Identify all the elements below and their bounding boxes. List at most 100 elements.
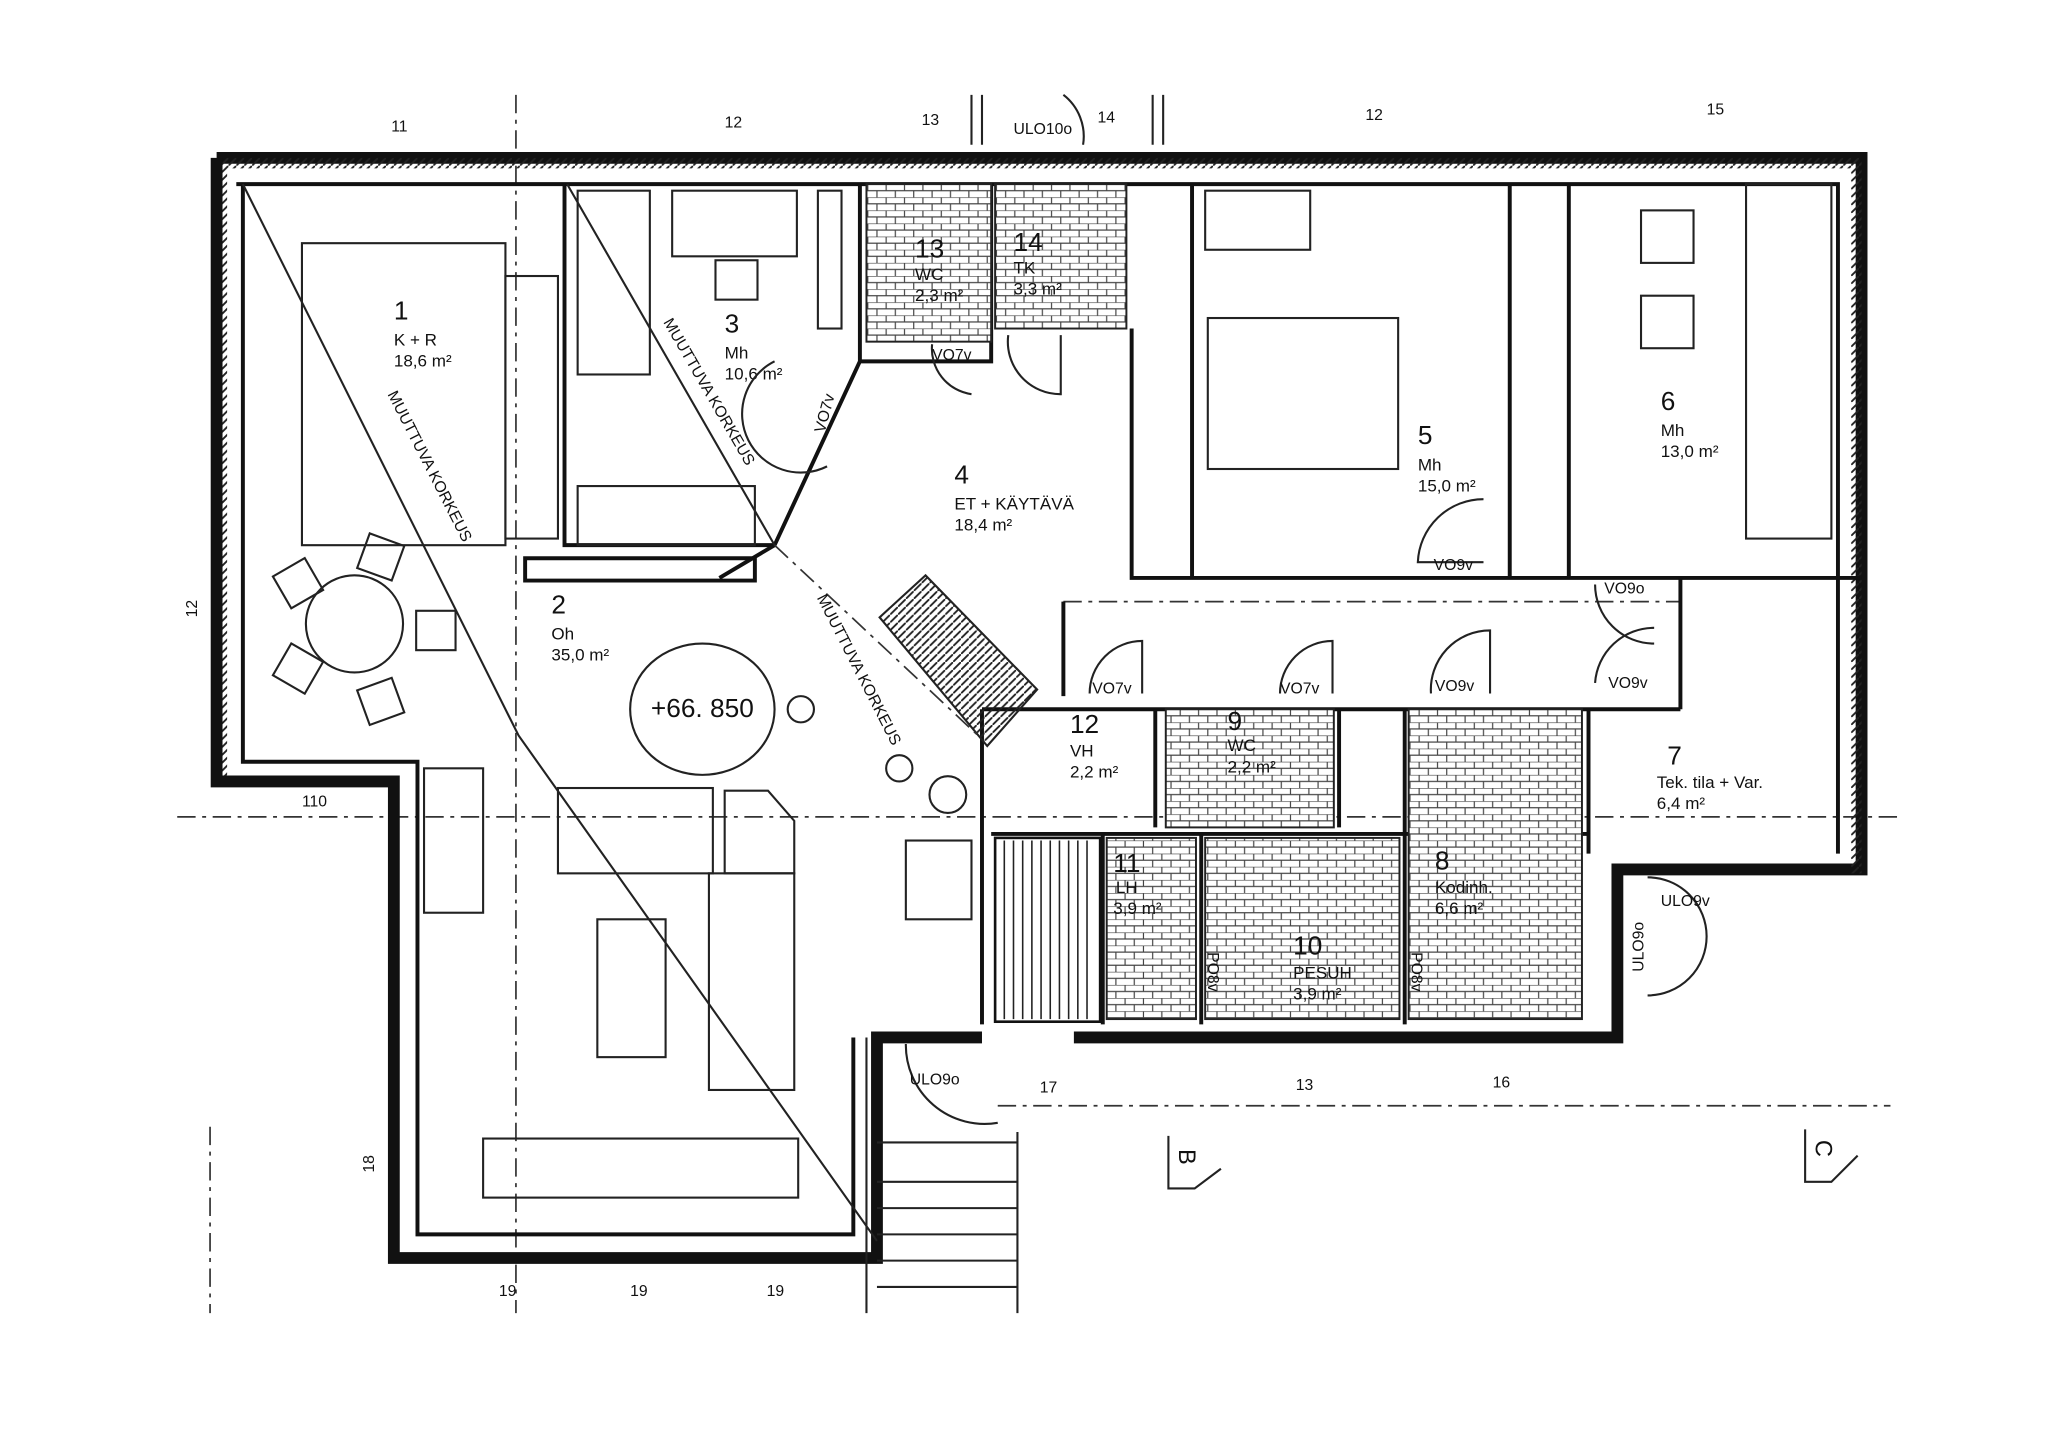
svg-text:WC: WC: [1227, 736, 1255, 755]
svg-text:19: 19: [630, 1283, 648, 1300]
svg-text:13: 13: [915, 234, 944, 264]
wet-rooms: [865, 183, 1583, 1024]
svg-text:5: 5: [1418, 420, 1433, 450]
dimension-labels: 11 12 13 14 12 15 12 110 18 17 13 16 19 …: [184, 102, 1725, 1301]
svg-text:ULO9v: ULO9v: [1661, 893, 1710, 910]
svg-text:WC: WC: [915, 265, 943, 284]
variable-height-label: MUUTTUVA KORKEUS: [384, 388, 475, 544]
svg-text:12: 12: [725, 115, 743, 132]
variable-height-label: MUUTTUVA KORKEUS: [660, 315, 758, 468]
interior-walls: [523, 184, 1862, 1025]
room-labels: 1 K + R 18,6 m² 2Oh 35,0 m² 3Mh 10,6 m² 4 ET …: [394, 227, 1763, 1003]
furniture: [271, 183, 1833, 1199]
grid-lines: [177, 94, 1898, 1314]
svg-text:11: 11: [1113, 848, 1140, 878]
svg-text:10,6 m²: 10,6 m²: [725, 365, 783, 384]
svg-text:Mh: Mh: [1661, 421, 1685, 440]
svg-text:13,0 m²: 13,0 m²: [1661, 442, 1719, 461]
svg-text:19: 19: [499, 1283, 517, 1300]
svg-text:15: 15: [1707, 102, 1725, 119]
svg-text:ULO10o: ULO10o: [1013, 121, 1072, 138]
exterior-walls: [210, 151, 1868, 1314]
svg-text:PO8v: PO8v: [1407, 952, 1424, 992]
room-6: 6Mh 13,0 m²: [1661, 386, 1719, 461]
svg-text:PESUH: PESUH: [1293, 963, 1352, 982]
section-markers: B C: [1167, 1129, 1859, 1190]
svg-text:VO9v: VO9v: [1435, 678, 1475, 695]
svg-text:2,3 m²: 2,3 m²: [915, 286, 964, 305]
svg-text:12: 12: [184, 600, 201, 618]
svg-text:+66. 850: +66. 850: [651, 693, 754, 723]
svg-text:13: 13: [922, 112, 940, 129]
svg-text:6: 6: [1661, 386, 1676, 416]
svg-text:12: 12: [1070, 709, 1099, 739]
svg-text:Mh: Mh: [725, 344, 749, 363]
svg-text:3: 3: [725, 308, 740, 338]
svg-text:2,2 m²: 2,2 m²: [1227, 757, 1276, 776]
svg-text:7: 7: [1667, 740, 1682, 770]
svg-text:110: 110: [302, 793, 327, 810]
svg-text:16: 16: [1493, 1074, 1511, 1091]
svg-text:VO7v: VO7v: [1092, 680, 1132, 697]
svg-text:C: C: [1810, 1140, 1836, 1157]
svg-text:3,9 m²: 3,9 m²: [1293, 984, 1342, 1003]
svg-text:8: 8: [1435, 845, 1450, 875]
svg-text:VO7v: VO7v: [932, 347, 972, 364]
svg-text:19: 19: [767, 1283, 785, 1300]
svg-text:17: 17: [1040, 1080, 1058, 1097]
svg-text:VO9o: VO9o: [1604, 581, 1645, 598]
svg-text:4: 4: [954, 459, 969, 489]
svg-text:18: 18: [361, 1155, 378, 1173]
svg-text:14: 14: [1098, 109, 1116, 126]
svg-text:10: 10: [1293, 931, 1322, 961]
svg-text:K + R: K + R: [394, 331, 437, 350]
svg-text:11: 11: [391, 119, 407, 136]
room-3: 3Mh 10,6 m²: [725, 308, 783, 383]
room-1: 1 K + R 18,6 m²: [394, 295, 452, 370]
svg-text:1: 1: [394, 295, 409, 325]
svg-text:ULO9o: ULO9o: [910, 1072, 960, 1089]
svg-text:VO9v: VO9v: [1608, 675, 1648, 692]
svg-text:ULO9o: ULO9o: [1631, 922, 1648, 972]
svg-text:LH: LH: [1116, 878, 1138, 897]
svg-text:VH: VH: [1070, 742, 1094, 761]
svg-text:B: B: [1173, 1149, 1199, 1165]
elevation-marker: +66. 850: [629, 642, 776, 776]
svg-text:ET + KÄYTÄVÄ: ET + KÄYTÄVÄ: [954, 495, 1074, 514]
svg-text:13: 13: [1296, 1077, 1314, 1094]
svg-text:Tek. tila + Var.: Tek. tila + Var.: [1657, 773, 1763, 792]
svg-text:Oh: Oh: [551, 625, 574, 644]
svg-text:15,0 m²: 15,0 m²: [1418, 476, 1476, 495]
svg-text:3,3 m²: 3,3 m²: [1013, 279, 1062, 298]
svg-text:18,6 m²: 18,6 m²: [394, 352, 452, 371]
svg-text:Kodinh.: Kodinh.: [1435, 878, 1493, 897]
svg-text:2: 2: [551, 589, 566, 619]
svg-text:TK: TK: [1013, 258, 1035, 277]
svg-text:6,6 m²: 6,6 m²: [1435, 899, 1484, 918]
svg-text:PO8v: PO8v: [1204, 952, 1221, 992]
variable-height-lines: [241, 183, 979, 1242]
svg-text:VO7v: VO7v: [1280, 680, 1320, 697]
svg-text:14: 14: [1013, 227, 1042, 257]
svg-text:12: 12: [1365, 107, 1383, 124]
door-labels: ULO10o VO7v VO7v VO9v VO9o VO7v VO7v VO9…: [812, 121, 1710, 1088]
sauna-benches: [993, 836, 1102, 1024]
svg-text:2,2 m²: 2,2 m²: [1070, 763, 1119, 782]
door-swings: [741, 94, 1708, 1125]
svg-text:3,9 m²: 3,9 m²: [1113, 899, 1162, 918]
svg-text:6,4 m²: 6,4 m²: [1657, 794, 1706, 813]
room-2: 2Oh 35,0 m²: [551, 589, 609, 664]
svg-text:VO9v: VO9v: [1434, 557, 1474, 574]
svg-text:35,0 m²: 35,0 m²: [551, 646, 609, 665]
svg-text:Mh: Mh: [1418, 455, 1442, 474]
